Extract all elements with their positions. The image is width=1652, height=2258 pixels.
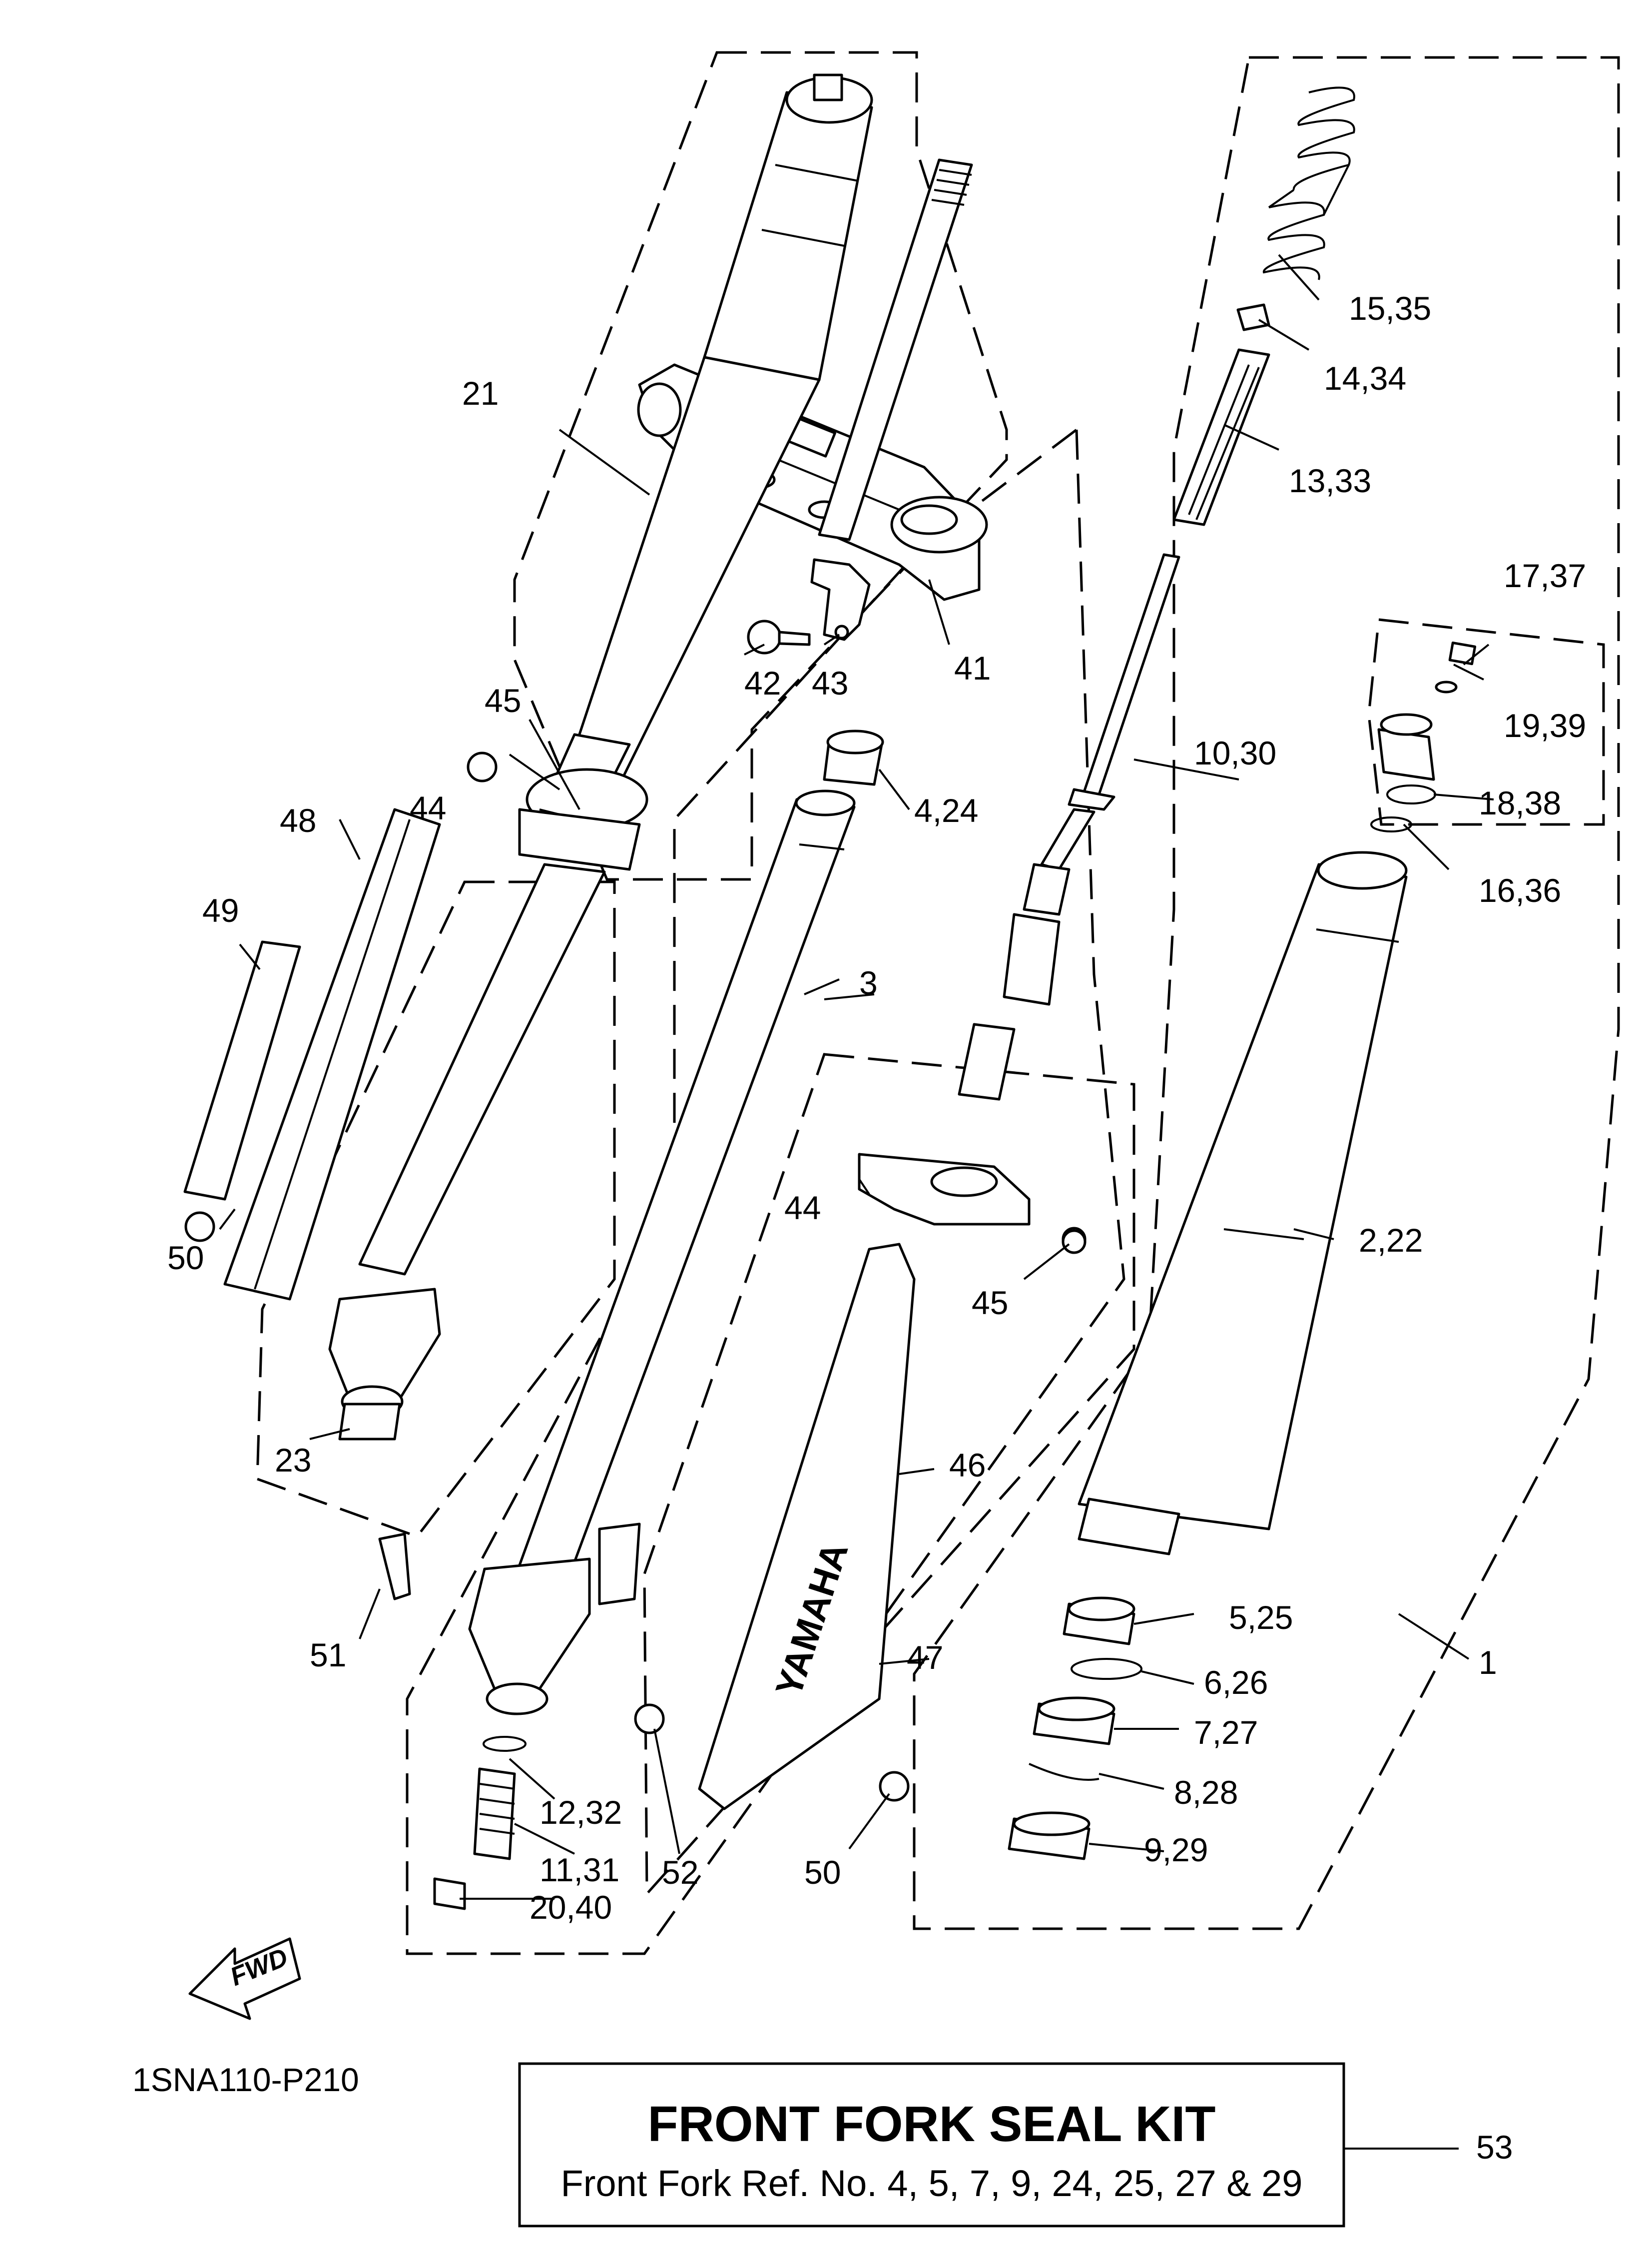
cap-bolt — [1370, 641, 1477, 832]
callout-4-24: 4,24 — [914, 792, 978, 829]
callout-21: 21 — [462, 375, 499, 412]
collar — [823, 730, 884, 786]
seal-kit-title: FRONT FORK SEAL KIT — [647, 2096, 1215, 2152]
callout-19-39: 19,39 — [1504, 707, 1586, 744]
seal-stack — [1008, 1596, 1142, 1860]
bottom-clamp — [858, 1153, 1087, 1252]
callout-15-35: 15,35 — [1349, 290, 1431, 327]
callout-7-27: 7,27 — [1194, 1714, 1258, 1751]
group-outer-tube-section — [913, 56, 1620, 1930]
callout-41: 41 — [954, 650, 991, 687]
callout-labels: 1 2,22 3 4,24 5,25 6,26 7,27 8,28 9,29 1… — [167, 290, 1586, 1926]
group-left-fork-assembly — [513, 51, 1008, 881]
group-bottom-clamp-section — [643, 1053, 1135, 1897]
callout-14-34: 14,34 — [1324, 360, 1406, 397]
callout-3: 3 — [859, 964, 878, 1001]
leader-lines — [219, 254, 1494, 1900]
fork-guard: YAMAHA — [698, 1243, 916, 1810]
callout-48: 48 — [280, 802, 316, 839]
left-upper-fork-tube — [358, 73, 873, 1276]
callout-51: 51 — [310, 1636, 346, 1673]
callout-44-top: 44 — [410, 789, 446, 826]
callout-52: 52 — [662, 1854, 698, 1891]
callout-46: 46 — [949, 1447, 986, 1484]
callout-12-32: 12,32 — [540, 1794, 622, 1831]
callout-23: 23 — [275, 1442, 311, 1479]
callout-18-38: 18,38 — [1479, 784, 1561, 821]
callout-10-30: 10,30 — [1194, 735, 1276, 771]
callout-47: 47 — [907, 1639, 943, 1676]
damper-rod — [958, 553, 1180, 1101]
callout-5-25: 5,25 — [1229, 1599, 1293, 1636]
group-damper-cap — [1367, 618, 1605, 826]
callout-16-36: 16,36 — [1479, 872, 1561, 909]
bracket-and-bolt — [747, 558, 871, 655]
group-left-outer-tube — [256, 880, 616, 1538]
callout-9-29: 9,29 — [1144, 1831, 1208, 1868]
seal-kit-frame — [518, 2062, 1345, 2228]
callout-2-22: 2,22 — [1359, 1222, 1423, 1259]
callout-43: 43 — [812, 665, 848, 702]
fork-spring — [1236, 86, 1355, 331]
callout-20-40: 20,40 — [530, 1889, 612, 1926]
callout-42: 42 — [744, 665, 781, 702]
lower-bracket — [378, 1229, 1087, 1910]
callout-11-31: 11,31 — [540, 1851, 619, 1888]
callout-17-37: 17,37 — [1504, 557, 1586, 594]
left-axle-bracket — [328, 1288, 441, 1441]
callout-1: 1 — [1479, 1644, 1497, 1681]
callout-50-bottom: 50 — [804, 1854, 841, 1891]
spring-spacer — [1172, 348, 1270, 526]
diagram-code: 1SNA110-P210 — [132, 2061, 359, 2098]
steering-stem — [818, 158, 973, 541]
group-inner-tube-section — [406, 427, 1125, 1955]
seal-kit-box: FRONT FORK SEAL KIT Front Fork Ref. No. … — [518, 2062, 1513, 2228]
callout-44-bottom: 44 — [784, 1189, 821, 1226]
callout-45-bottom: 45 — [972, 1284, 1008, 1321]
dashed-group-outlines — [256, 51, 1620, 1955]
seal-kit-ref-number: 53 — [1476, 2129, 1513, 2166]
fwd-arrow-icon: FWD — [188, 1937, 301, 2020]
callout-13-33: 13,33 — [1289, 462, 1371, 499]
outer-tube — [1078, 851, 1408, 1555]
callout-8-28: 8,28 — [1174, 1774, 1238, 1811]
callout-50-left: 50 — [167, 1239, 204, 1276]
seal-kit-subtitle: Front Fork Ref. No. 4, 5, 7, 9, 24, 25, … — [561, 2163, 1303, 2204]
callout-6-26: 6,26 — [1204, 1664, 1268, 1701]
callout-45-top: 45 — [485, 682, 521, 719]
callout-49: 49 — [202, 892, 239, 929]
left-guard — [183, 752, 498, 1301]
